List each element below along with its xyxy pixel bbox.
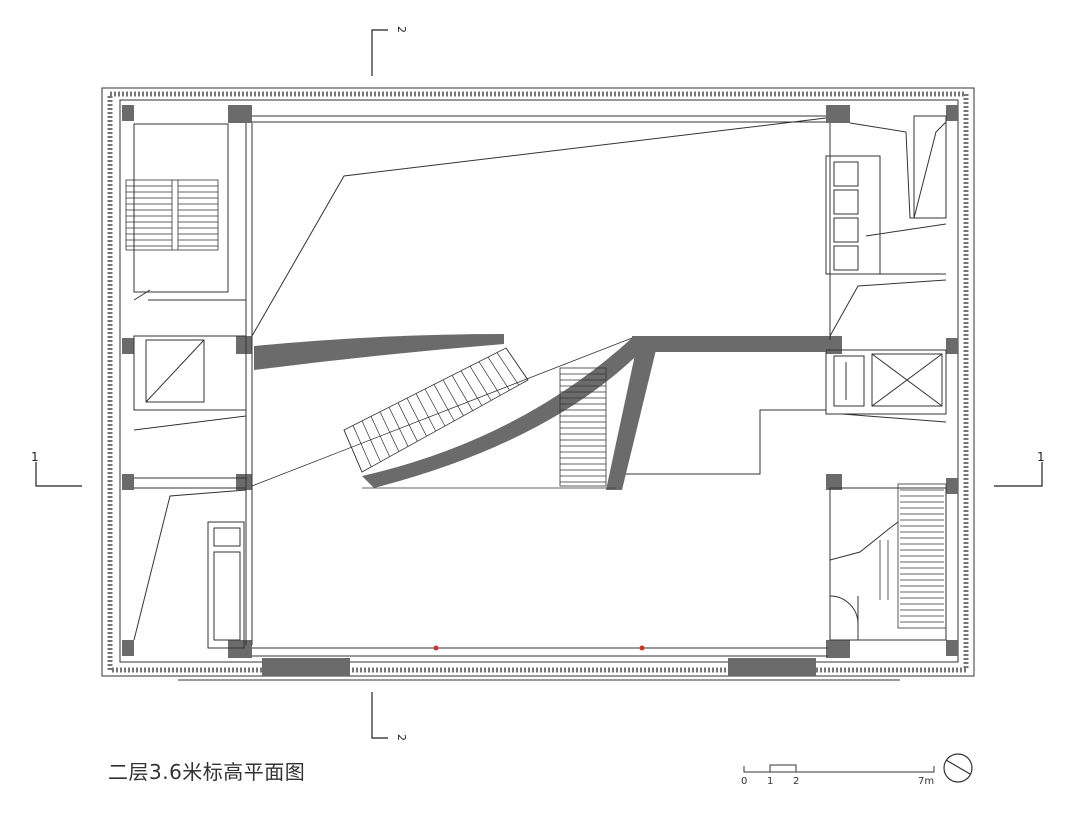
stair-tread (397, 402, 418, 442)
stair-tread (505, 347, 529, 381)
scale-label-1: 1 (767, 776, 773, 787)
section-mark-top (371, 29, 388, 76)
stair-tread (370, 416, 390, 457)
section-mark-bottom (371, 692, 388, 739)
stair-tread (406, 397, 427, 437)
stair-tread (451, 375, 473, 411)
section-label-top: 2 (395, 26, 408, 33)
partitions (133, 115, 947, 649)
scale-label-2: 2 (793, 776, 799, 787)
north-arrow-icon (943, 753, 973, 783)
central-feature-stair (251, 334, 826, 490)
stair-tread (469, 366, 492, 401)
section-label-left: 1 (31, 450, 39, 464)
scale-label-7m: 7m (918, 776, 934, 787)
stair-tread (487, 356, 510, 391)
section-mark-left (35, 462, 82, 487)
stair-tread (415, 393, 437, 432)
stair-tread (379, 411, 400, 452)
structural-columns (122, 105, 958, 658)
stair-tread (388, 407, 409, 447)
stair-tread (361, 420, 381, 462)
stair-tread (496, 352, 520, 386)
stair-tread (343, 429, 363, 473)
section-label-right: 1 (1037, 450, 1045, 464)
scale-label-0: 0 (741, 776, 747, 787)
scale-bar (743, 764, 935, 773)
stair-bottom-right (879, 483, 947, 629)
stair-tread (442, 379, 464, 416)
section-label-bottom: 2 (395, 734, 408, 741)
drawing-title: 二层3.6米标高平面图 (108, 760, 306, 784)
outer-wall (101, 87, 975, 677)
stair-tread (478, 361, 501, 396)
stair-tread (352, 425, 372, 468)
stair-top-left (125, 179, 219, 251)
facade-blocks (178, 645, 900, 681)
section-mark-right (994, 462, 1043, 487)
stair-tread (433, 384, 455, 422)
stair-tread (460, 370, 483, 406)
stair-tread (424, 388, 446, 427)
